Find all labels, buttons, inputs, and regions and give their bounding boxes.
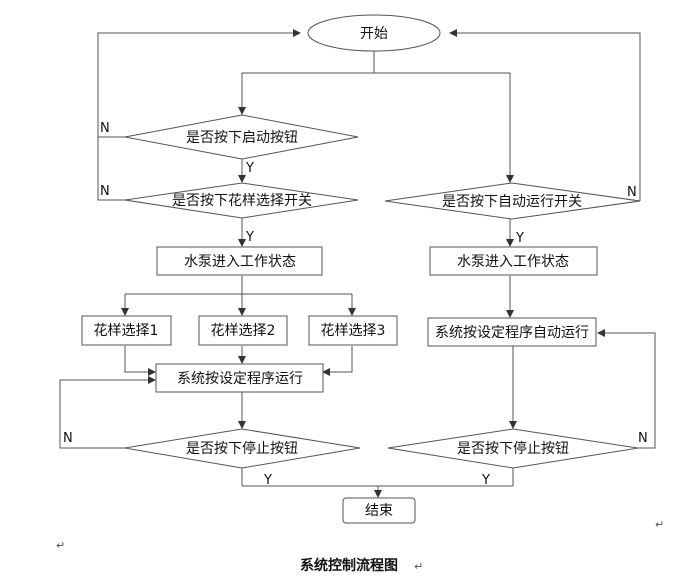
label-y-pattern-switch: Y — [245, 230, 254, 245]
start-label: 开始 — [360, 26, 388, 42]
process-pattern-1 — [81, 315, 172, 346]
run-auto-label: 系统按设定程序自动运行 — [435, 325, 589, 341]
run-program-label: 系统按设定程序运行 — [177, 371, 303, 387]
pump-work-left-label: 水泵进入工作状态 — [184, 254, 296, 270]
figure-caption: 系统控制流程图 — [300, 557, 398, 574]
end-label: 结束 — [365, 503, 393, 519]
label-y-stop-right: Y — [481, 473, 490, 488]
label-y-start-button: Y — [245, 161, 254, 176]
process-run-program — [155, 363, 324, 393]
label-n-auto-run: N — [627, 185, 637, 200]
pattern-2-label: 花样选择2 — [211, 323, 276, 339]
process-pattern-3 — [308, 315, 398, 346]
pattern-3-label: 花样选择3 — [321, 323, 386, 339]
label-n-pattern-switch: N — [100, 184, 110, 199]
start-button-question: 是否按下启动按钮 — [186, 130, 298, 146]
process-pattern-2 — [198, 315, 288, 346]
end-terminal — [342, 497, 416, 524]
paragraph-mark-caption: ↵ — [414, 560, 423, 573]
label-n-stop-left: N — [63, 431, 73, 446]
decision-stop-right — [387, 428, 639, 469]
start-terminal — [307, 14, 441, 52]
auto-run-switch-question: 是否按下自动运行开关 — [442, 194, 582, 210]
stop-left-question: 是否按下停止按钮 — [186, 440, 298, 457]
label-n-start-button: N — [100, 121, 110, 136]
decision-start-button — [124, 114, 359, 160]
process-pump-right — [429, 246, 598, 276]
stop-right-question: 是否按下停止按钮 — [457, 440, 569, 457]
paragraph-mark-right: ↵ — [655, 518, 664, 531]
paragraph-mark-left: ↵ — [56, 539, 65, 552]
decision-stop-left — [124, 428, 361, 469]
pattern-1-label: 花样选择1 — [94, 323, 159, 339]
process-pump-left — [156, 246, 323, 276]
pump-work-right-label: 水泵进入工作状态 — [457, 254, 569, 270]
process-run-auto — [427, 317, 597, 347]
label-y-auto-run: Y — [515, 231, 524, 246]
pattern-switch-question: 是否按下花样选择开关 — [172, 193, 312, 209]
decision-auto-run-switch — [384, 182, 641, 220]
decision-pattern-switch — [124, 182, 359, 219]
label-y-stop-left: Y — [263, 473, 272, 488]
label-n-stop-right: N — [638, 431, 648, 446]
